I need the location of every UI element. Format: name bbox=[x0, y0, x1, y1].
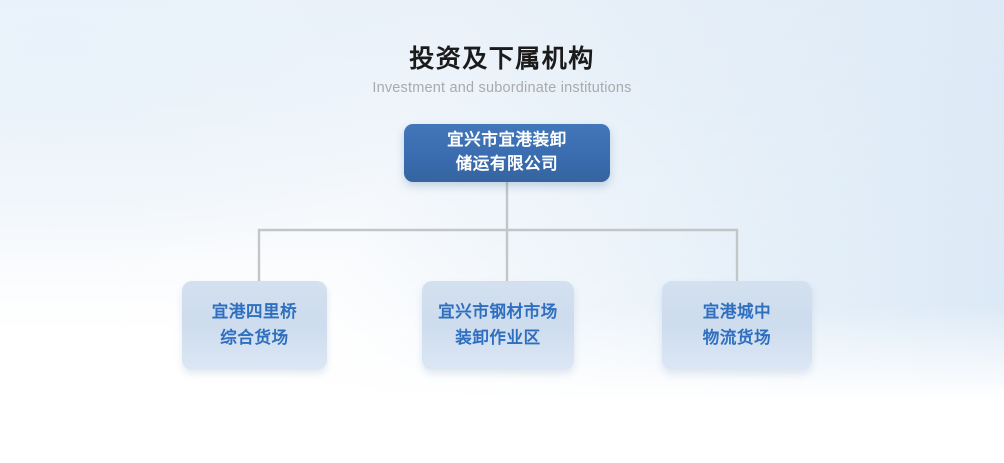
org-node-child-2-line1: 宜港城中 bbox=[702, 302, 772, 321]
org-node-child-0-label: 宜港四里桥 综合货场 bbox=[212, 300, 298, 351]
page-title: 投资及下属机构 bbox=[409, 45, 595, 73]
org-node-child-1-line2: 装卸作业区 bbox=[455, 328, 541, 347]
org-node-child-2[interactable]: 宜港城中 物流货场 bbox=[662, 281, 812, 370]
org-node-root-line2: 储运有限公司 bbox=[455, 155, 559, 173]
org-node-root[interactable]: 宜兴市宜港装卸 储运有限公司 bbox=[404, 124, 610, 182]
org-node-root-label: 宜兴市宜港装卸 储运有限公司 bbox=[447, 129, 567, 177]
org-node-child-2-line2: 物流货场 bbox=[702, 328, 772, 347]
org-node-child-2-label: 宜港城中 物流货场 bbox=[703, 300, 771, 351]
org-node-child-1-line1: 宜兴市钢材市场 bbox=[438, 302, 558, 321]
page-subtitle: Investment and subordinate institutions bbox=[372, 80, 632, 96]
org-node-child-0[interactable]: 宜港四里桥 综合货场 bbox=[182, 281, 327, 370]
org-node-child-1-label: 宜兴市钢材市场 装卸作业区 bbox=[438, 300, 558, 351]
org-node-child-0-line1: 宜港四里桥 bbox=[211, 302, 298, 321]
org-node-root-line1: 宜兴市宜港装卸 bbox=[447, 131, 567, 150]
org-node-child-1[interactable]: 宜兴市钢材市场 装卸作业区 bbox=[422, 281, 574, 370]
chart-header: 投资及下属机构 Investment and subordinate insti… bbox=[0, 44, 1004, 96]
org-node-child-0-line2: 综合货场 bbox=[220, 328, 289, 347]
